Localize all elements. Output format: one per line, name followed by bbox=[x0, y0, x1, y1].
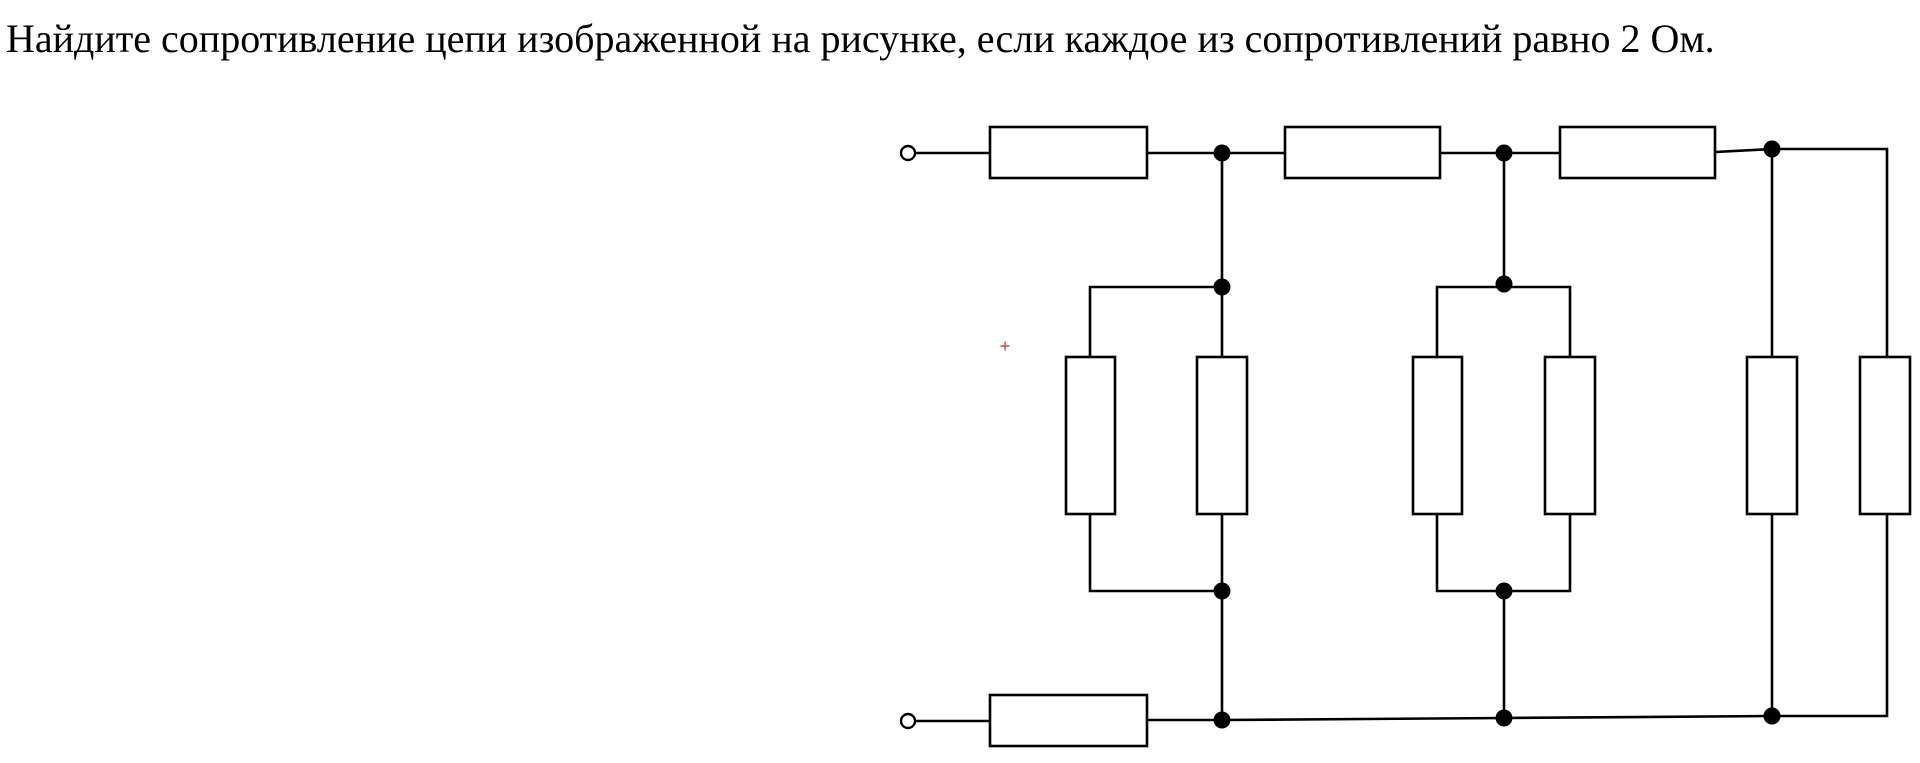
resistor-r10 bbox=[1858, 355, 1912, 516]
wire-left-branch-top bbox=[1088, 285, 1224, 359]
wire-bottom-3 bbox=[1502, 714, 1774, 720]
node-bottom-mid bbox=[1495, 709, 1513, 727]
wire-bottom-2 bbox=[1220, 716, 1506, 722]
resistor-r2 bbox=[1283, 125, 1442, 180]
resistor-r7 bbox=[1411, 355, 1464, 516]
resistor-r6 bbox=[1195, 355, 1249, 516]
node-mid-lower bbox=[1495, 582, 1513, 600]
input-terminals bbox=[899, 144, 917, 730]
resistor-r8 bbox=[1543, 355, 1597, 516]
terminal-top bbox=[899, 144, 917, 162]
wire-mid-branch-top bbox=[1435, 285, 1572, 359]
resistor-r5 bbox=[1064, 355, 1117, 516]
node-left-lower bbox=[1213, 582, 1231, 600]
resistor-r1 bbox=[988, 125, 1149, 180]
resistor-r9 bbox=[1745, 355, 1799, 516]
node-top-right bbox=[1763, 140, 1781, 158]
resistors bbox=[988, 125, 1912, 748]
node-mid-upper bbox=[1495, 275, 1513, 293]
node-bottom-right bbox=[1763, 707, 1781, 725]
node-bottom-left bbox=[1213, 711, 1231, 729]
wire-bottom-right-return bbox=[1770, 512, 1889, 718]
resistor-r3 bbox=[1558, 125, 1717, 180]
node-top-left bbox=[1213, 144, 1231, 162]
wire-top-3 bbox=[1713, 147, 1774, 154]
node-top-mid bbox=[1495, 144, 1513, 162]
crosshair-marker bbox=[1000, 341, 1010, 351]
node-left-upper bbox=[1213, 278, 1231, 296]
resistor-r4 bbox=[988, 693, 1149, 748]
wire-left-branch-bottom bbox=[1088, 512, 1224, 593]
junction-nodes bbox=[1213, 140, 1781, 729]
terminal-bottom bbox=[899, 712, 917, 730]
wire-top-right-return bbox=[1770, 147, 1889, 359]
wires bbox=[913, 147, 1889, 723]
wire-mid-branch-bottom bbox=[1435, 512, 1572, 593]
question-text: Найдите сопротивление цепи изображенной … bbox=[6, 16, 1715, 61]
